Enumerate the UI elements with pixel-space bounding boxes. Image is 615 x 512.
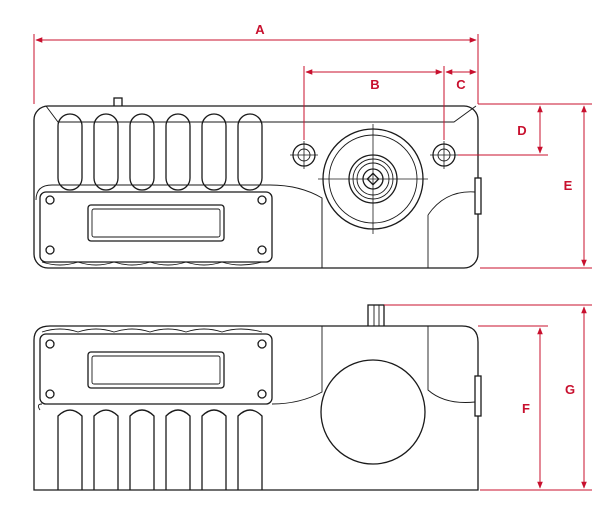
dim-label-a: A <box>255 22 265 37</box>
top-display-window <box>87 204 225 242</box>
dim-label-e: E <box>564 178 573 193</box>
dimension-lines <box>33 34 592 491</box>
top-center-connector <box>318 124 428 234</box>
screw-icon <box>257 245 267 255</box>
top-right-sweep <box>427 191 476 216</box>
side-display-plate <box>39 333 273 405</box>
screw-icon <box>45 195 55 205</box>
side-side-connector <box>474 375 482 417</box>
top-chamfer <box>45 105 477 123</box>
top-grip-ribs <box>57 113 263 191</box>
side-display-window <box>87 351 225 389</box>
dim-label-g: G <box>565 382 575 397</box>
screw-icon <box>45 245 55 255</box>
side-view <box>33 304 482 491</box>
dimension-labels: A B C D E F G <box>255 22 575 416</box>
screw-icon <box>45 389 55 399</box>
side-panel-sweep <box>271 326 323 405</box>
top-view <box>33 97 482 269</box>
side-grip-ribs <box>57 409 263 490</box>
top-mount-hole-left <box>290 141 318 169</box>
dim-label-c: C <box>456 77 466 92</box>
top-display-plate <box>39 191 273 263</box>
dim-label-b: B <box>370 77 379 92</box>
top-display-inner <box>91 208 221 238</box>
top-mount-hole-right <box>430 141 458 169</box>
top-panel-sweep <box>35 184 323 268</box>
side-cylinder <box>320 359 426 465</box>
screw-icon <box>257 389 267 399</box>
side-post <box>367 304 385 328</box>
top-scallop-edge <box>41 261 263 266</box>
top-side-connector <box>474 177 482 215</box>
screw-icon <box>257 195 267 205</box>
side-right-sweep <box>427 326 476 403</box>
side-scallop-edge <box>41 328 263 333</box>
dim-label-f: F <box>522 401 530 416</box>
screw-icon <box>45 339 55 349</box>
screw-icon <box>257 339 267 349</box>
dim-label-d: D <box>517 123 526 138</box>
